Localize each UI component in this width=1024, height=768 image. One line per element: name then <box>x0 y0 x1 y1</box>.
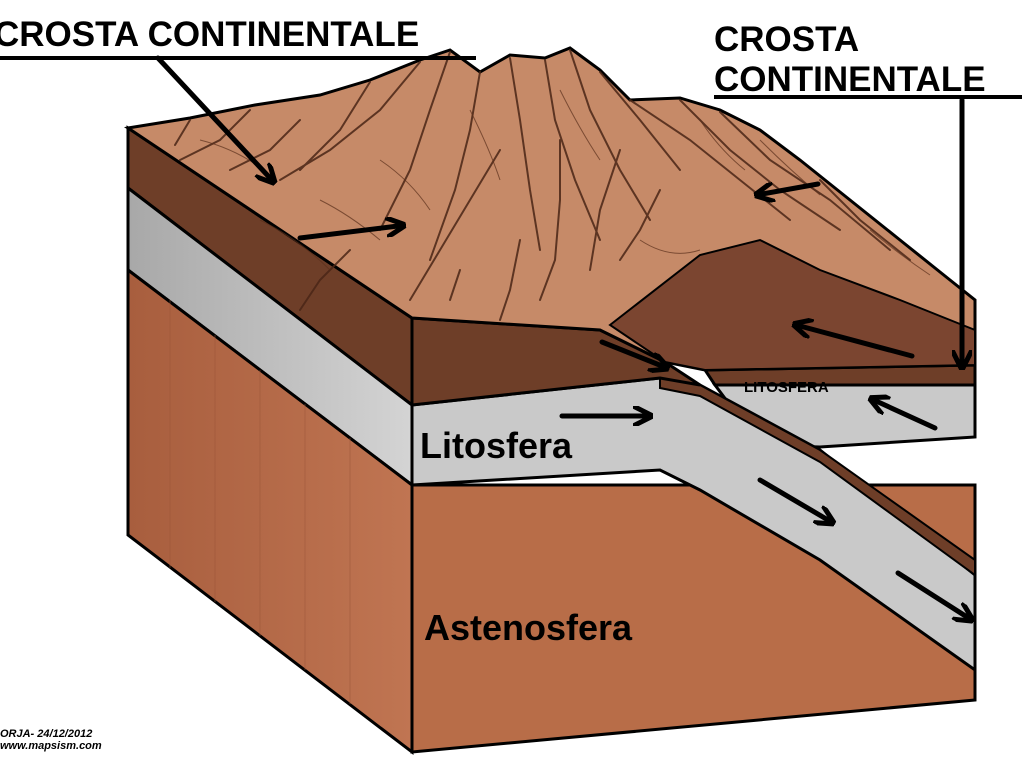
label-lithosphere-small: LITOSFERA <box>744 379 829 396</box>
arrow-valley-right <box>800 326 915 359</box>
arrow-surface-left <box>297 226 398 241</box>
credit-author-date: ORJA- 24/12/2012 <box>0 728 93 740</box>
arrow-slab-2 <box>895 570 967 617</box>
arrow-crust-edge <box>599 339 662 366</box>
label-lithosphere-main: Litosfera <box>420 425 573 466</box>
pointer-crust-left <box>155 55 270 178</box>
arrow-surface-right <box>762 181 821 194</box>
label-asthenosphere: Astenosfera <box>424 607 633 648</box>
block-top-surface <box>123 46 977 372</box>
block-left-face <box>126 125 414 756</box>
block-front-face <box>410 316 977 754</box>
arrow-upper-plate-lithosphere <box>876 401 938 431</box>
label-crust-left: CROSTA CONTINENTALE <box>0 15 419 54</box>
label-pointers <box>155 55 962 362</box>
label-crust-right-line1: CROSTA <box>714 20 859 59</box>
credit-block: ORJA- 24/12/2012 www.mapsism.com <box>0 728 102 752</box>
credit-website: www.mapsism.com <box>0 740 102 752</box>
movement-arrows <box>297 181 967 617</box>
label-crust-right-line2: CONTINENTALE <box>714 60 986 99</box>
surface-valley <box>608 238 976 372</box>
arrow-slab-1 <box>757 477 828 520</box>
front-slab-crust-strip <box>659 376 976 577</box>
